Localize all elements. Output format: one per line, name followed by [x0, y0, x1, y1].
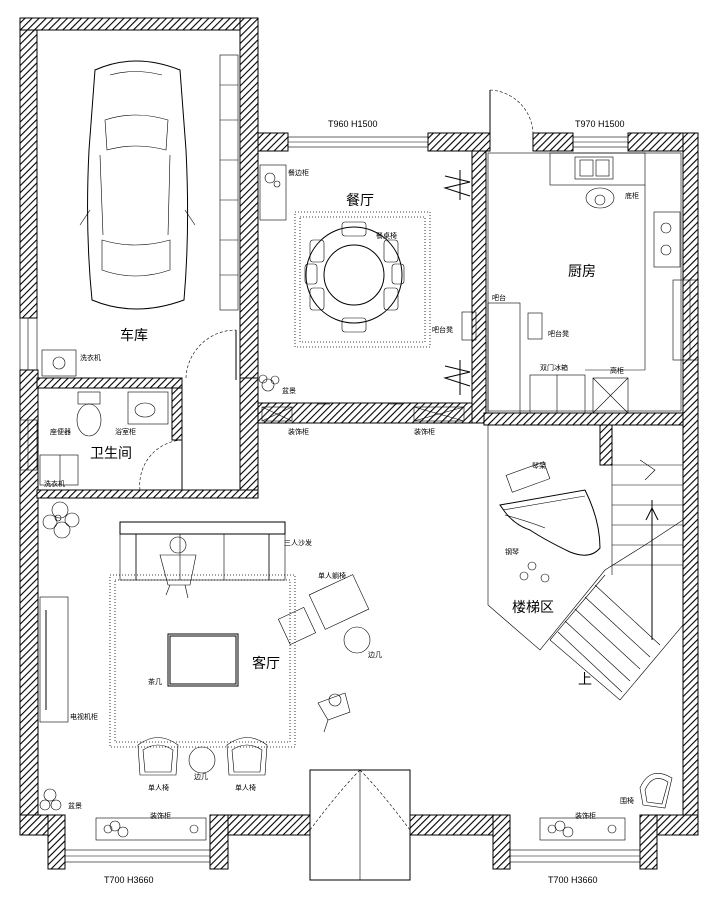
windows: [19, 89, 699, 881]
person-icon: [159, 536, 197, 599]
piano-icon: [499, 461, 601, 556]
dining-window-dim: T960 H1500: [328, 119, 378, 129]
plant-icon: [264, 172, 281, 188]
stair-area-label: 楼梯区: [512, 600, 554, 616]
dining-chair-label: 餐桌椅: [376, 231, 397, 240]
plant-living-label: 盆景: [68, 801, 82, 810]
side-table-right-label: 边几: [368, 650, 382, 659]
plant-icon: [39, 788, 62, 811]
living-window-right-dim: T700 H3660: [548, 875, 598, 885]
up-label: 上: [578, 672, 592, 688]
plant-icon: [109, 820, 129, 838]
three-seat-sofa-label: 三人沙发: [284, 538, 312, 547]
single-chair-left-label: 单人椅: [148, 783, 169, 792]
sideboard-label: 餐边柜: [288, 168, 309, 177]
garage: 车库 洗衣机: [41, 54, 239, 377]
bar-counter-label: 吧台: [492, 293, 506, 302]
single-recliner-label: 单人躺椅: [318, 571, 346, 580]
piano-stand-label: 琴架: [532, 462, 546, 470]
decor-cabinet-bottom-right-label: 装饰柜: [575, 811, 596, 820]
bar-stool-left-label: 吧台凳: [432, 325, 453, 334]
person-icon: [317, 692, 351, 733]
living-room: 三人沙发 茶几 客厅 单人躺椅 边几 电视机柜: [39, 501, 673, 841]
bar-stool-right-label: 吧台凳: [548, 329, 569, 338]
garage-label: 车库: [120, 327, 148, 344]
plant-dining-label: 盆景: [282, 386, 296, 395]
dining-chairs: [304, 221, 405, 333]
dining: 餐边柜 餐桌椅 餐厅 吧台凳 盆景: [258, 164, 477, 395]
round-chair-icon: [639, 773, 673, 809]
plant-icon: [42, 501, 80, 539]
stair-steps: [549, 459, 684, 701]
decor-cabinet-bottom-left-label: 装饰柜: [150, 811, 171, 820]
washer-bath-label: 洗衣机: [44, 479, 65, 488]
single-chair-right-label: 单人椅: [235, 783, 256, 792]
living-label: 客厅: [252, 655, 280, 672]
tv-cabinet-label: 电视机柜: [70, 712, 98, 721]
decor-cabinet-right-label: 装饰柜: [414, 427, 435, 436]
walls: [19, 17, 699, 870]
car-icon: [79, 60, 196, 310]
person-icon: [585, 187, 615, 209]
tall-cabinet-label: 高柜: [610, 366, 624, 375]
kitchen: 底柜 厨房 吧台 吧台凳 双门冰箱 高柜: [487, 152, 684, 414]
dimension-labels: T960 H1500 T970 H1500 T700 H3660 T700 H3…: [104, 119, 625, 885]
kitchen-label: 厨房: [568, 264, 596, 280]
washer-garage-label: 洗衣机: [80, 353, 101, 362]
kitchen-window-dim: T970 H1500: [575, 119, 625, 129]
toilet-label: 座便器: [50, 427, 71, 436]
base-cabinet-label: 底柜: [625, 191, 639, 200]
double-fridge-label: 双门冰箱: [540, 363, 568, 372]
bathroom: 座便器 浴室柜 洗衣机 卫生间: [39, 391, 169, 488]
stair-area: 上 楼梯区 琴架 钢琴: [487, 425, 684, 701]
dining-label: 餐厅: [346, 193, 374, 209]
side-table-bottom-label: 边几: [194, 772, 208, 781]
bathroom-label: 卫生间: [90, 446, 132, 462]
armchair-icon: [226, 737, 268, 776]
armchair-icon: [137, 737, 179, 776]
living-window-left-dim: T700 H3660: [104, 875, 154, 885]
plant-icon: [258, 374, 280, 392]
plant-icon: [554, 820, 574, 838]
piano-label: 钢琴: [505, 547, 519, 556]
decor-cabinet-left-label: 装饰柜: [288, 427, 309, 436]
round-chair-label: 围椅: [620, 796, 634, 805]
coffee-table-label: 茶几: [148, 677, 162, 686]
recliner-icon: [277, 574, 370, 646]
decor-cabinets: 装饰柜 装饰柜: [261, 403, 465, 436]
basin-cabinet-label: 浴室柜: [115, 427, 136, 436]
